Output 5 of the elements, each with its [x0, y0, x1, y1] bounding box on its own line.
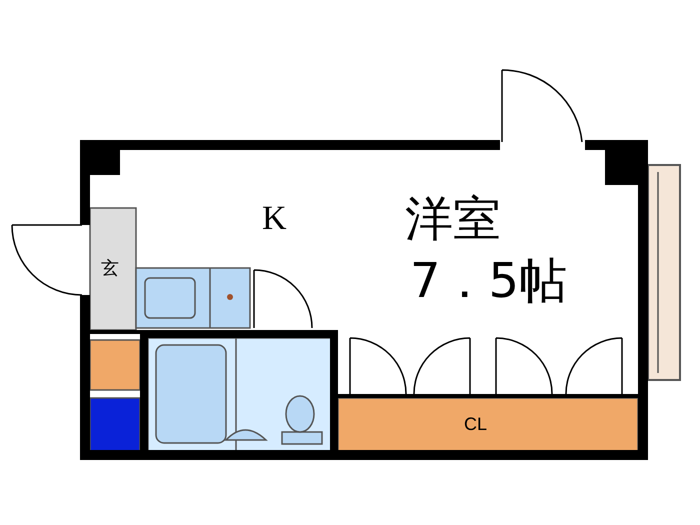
- room-label: 玄: [101, 260, 119, 278]
- room-label: K: [262, 202, 287, 236]
- room-label: 洋室: [405, 195, 501, 243]
- room-label: CL: [464, 415, 488, 433]
- room-size-label: 7．5帖: [410, 257, 568, 305]
